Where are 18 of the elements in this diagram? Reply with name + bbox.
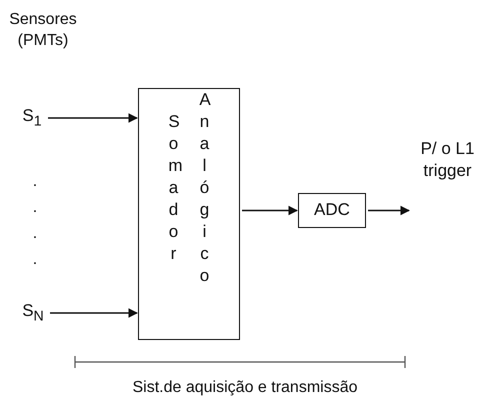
arrow (50, 308, 138, 318)
text-label: . (32, 250, 38, 270)
node-text: S$_{1}$ (22, 105, 42, 131)
arrow (242, 206, 298, 216)
vertical-text: Analógico (198, 89, 212, 287)
text-label: . (32, 172, 38, 192)
arrow (368, 206, 410, 216)
text-label: Sist.de aquisição e transmissão (132, 378, 358, 398)
node-text: S$_{N}$ (22, 300, 44, 326)
text-label: . (32, 224, 38, 244)
vertical-text: Somador (167, 111, 182, 265)
text-label: Sensores (PMTs) (8, 10, 78, 51)
summing-block (138, 88, 240, 340)
arrow (48, 113, 138, 123)
text-label: . (32, 198, 38, 218)
node-text: P/ o L1 trigger (420, 138, 476, 182)
node-text: ADC (314, 199, 350, 222)
process-box (298, 193, 366, 228)
